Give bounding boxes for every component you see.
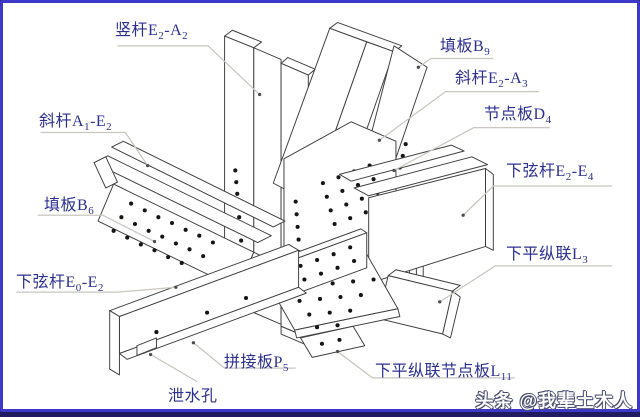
label-lower-lateral-bracing-l3: 下平纵联L3: [506, 246, 589, 267]
label-drain-hole: 泄水孔: [168, 388, 218, 405]
leader-end-dots: [146, 65, 465, 357]
label-gusset-plate-d4: 节点板D4: [484, 106, 552, 127]
label-lower-chord-e0-e2: 下弦杆E0-E2: [16, 274, 104, 295]
leader-lines: [16, 45, 613, 383]
label-filler-plate-b6: 填板B6: [44, 197, 95, 218]
label-lower-chord-e2-e4: 下弦杆E2-E4: [506, 163, 594, 184]
label-filler-plate-b9: 填板B9: [440, 38, 491, 59]
diagonal-member-a1-e2-drawing: [93, 140, 286, 290]
label-splice-plate-p5: 拼接板P5: [224, 354, 289, 375]
label-diagonal-rod-e2-a3: 斜杆E2-A3: [455, 70, 529, 91]
watermark: 头条 @我辈土木人: [475, 391, 633, 411]
technical-drawing: [16, 21, 613, 383]
label-diagonal-rod-a1-e2: 斜杆A1-E2: [39, 113, 113, 134]
lower-chord-e0-e2-drawing: [109, 243, 307, 376]
label-vertical-rod-e2-a2: 竖杆E2-A2: [115, 22, 189, 43]
lower-chord-e2-e4-drawing: [338, 144, 494, 284]
lateral-bracing-l3-drawing: [377, 269, 461, 339]
label-lower-lateral-gusset-plate-l11: 下平纵联节点板L11: [375, 363, 513, 384]
drain-hole-notch: [136, 337, 157, 356]
